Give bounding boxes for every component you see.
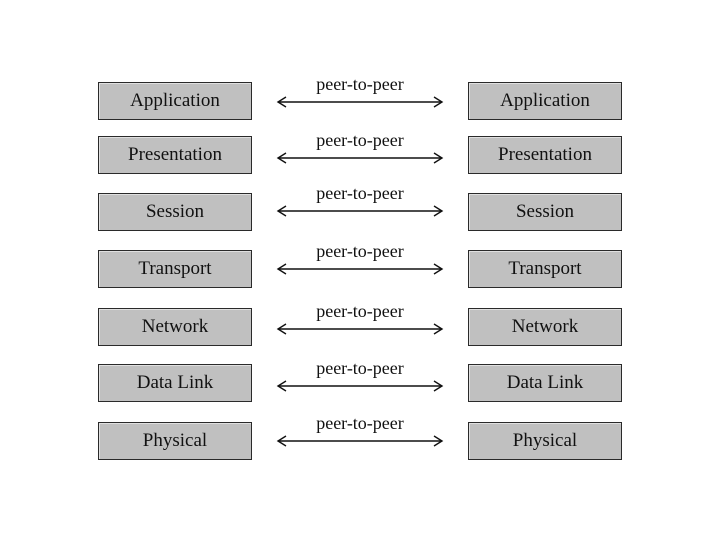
peer-link-application: peer-to-peer	[270, 74, 450, 114]
double-arrow-icon	[276, 435, 444, 447]
layer-label: Session	[515, 201, 575, 222]
layer-label: Network	[141, 316, 209, 337]
right-layer-data-link: Data Link	[468, 364, 622, 402]
peer-link-label: peer-to-peer	[316, 358, 404, 378]
left-layer-session: Session	[98, 193, 252, 231]
right-layer-session: Session	[468, 193, 622, 231]
layer-label: Physical	[512, 430, 578, 451]
layer-label: Presentation	[498, 144, 592, 165]
left-layer-transport: Transport	[98, 250, 252, 288]
peer-link-physical: peer-to-peer	[270, 413, 450, 453]
left-layer-presentation: Presentation	[98, 136, 252, 174]
peer-link-data-link: peer-to-peer	[270, 358, 450, 398]
layer-label: Transport	[508, 258, 582, 279]
peer-link-label: peer-to-peer	[316, 241, 404, 261]
left-layer-data-link: Data Link	[98, 364, 252, 402]
layer-label: Session	[145, 201, 205, 222]
peer-link-label: peer-to-peer	[316, 130, 404, 150]
layer-label: Application	[500, 90, 590, 111]
right-layer-presentation: Presentation	[468, 136, 622, 174]
double-arrow-icon	[276, 152, 444, 164]
double-arrow-icon	[276, 323, 444, 335]
layer-label: Network	[511, 316, 579, 337]
layer-label: Transport	[138, 258, 212, 279]
peer-link-label: peer-to-peer	[316, 413, 404, 433]
layer-label: Data Link	[136, 372, 214, 393]
left-layer-physical: Physical	[98, 422, 252, 460]
right-layer-network: Network	[468, 308, 622, 346]
double-arrow-icon	[276, 380, 444, 392]
double-arrow-icon	[276, 96, 444, 108]
layer-label: Application	[130, 90, 220, 111]
peer-link-label: peer-to-peer	[316, 301, 404, 321]
peer-link-network: peer-to-peer	[270, 301, 450, 341]
peer-link-label: peer-to-peer	[316, 183, 404, 203]
right-layer-physical: Physical	[468, 422, 622, 460]
left-layer-network: Network	[98, 308, 252, 346]
layer-label: Physical	[142, 430, 208, 451]
peer-link-presentation: peer-to-peer	[270, 130, 450, 170]
layer-label: Data Link	[506, 372, 584, 393]
double-arrow-icon	[276, 205, 444, 217]
double-arrow-icon	[276, 263, 444, 275]
left-layer-application: Application	[98, 82, 252, 120]
peer-link-transport: peer-to-peer	[270, 241, 450, 281]
layer-label: Presentation	[128, 144, 222, 165]
peer-link-label: peer-to-peer	[316, 74, 404, 94]
peer-link-session: peer-to-peer	[270, 183, 450, 223]
right-layer-transport: Transport	[468, 250, 622, 288]
right-layer-application: Application	[468, 82, 622, 120]
